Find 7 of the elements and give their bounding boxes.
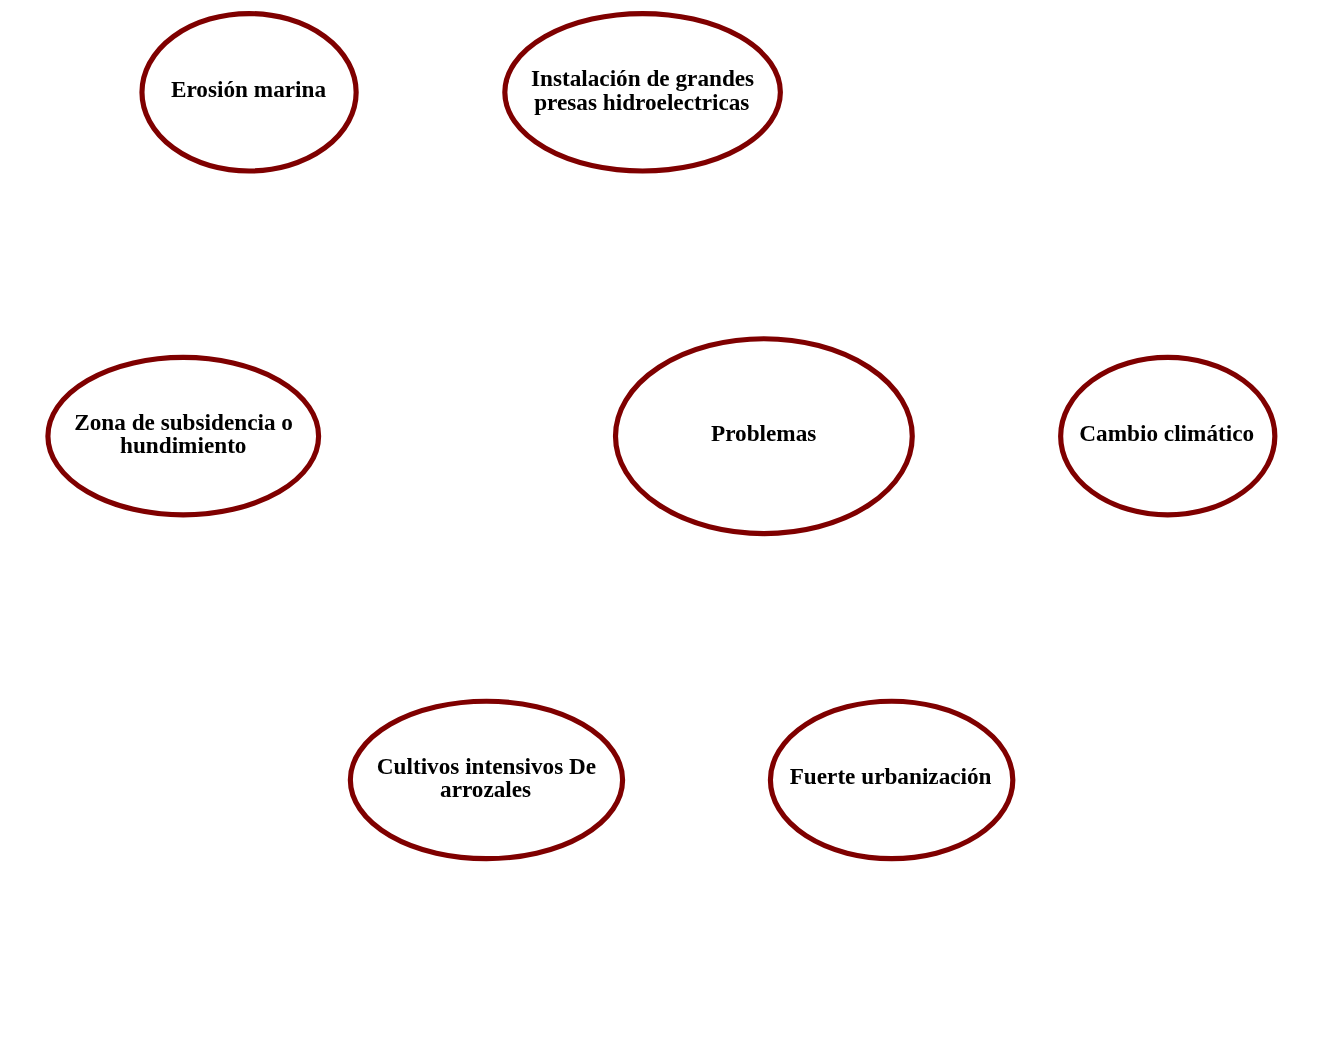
node-ellipse: Instalación de grandes presas hidroelectricas bbox=[501, 11, 783, 174]
node-ellipse: Cambio climático bbox=[1057, 354, 1277, 518]
node-ellipse: Fuerte urbanización bbox=[767, 698, 1015, 862]
node-ellipse: Problemas bbox=[612, 336, 915, 537]
node-ellipse: Cultivos intensivos De arrozales bbox=[347, 698, 625, 862]
node-ellipse: Erosión marina bbox=[138, 11, 359, 174]
node-ellipse: Zona de subsidencia o hundimiento bbox=[44, 354, 321, 518]
